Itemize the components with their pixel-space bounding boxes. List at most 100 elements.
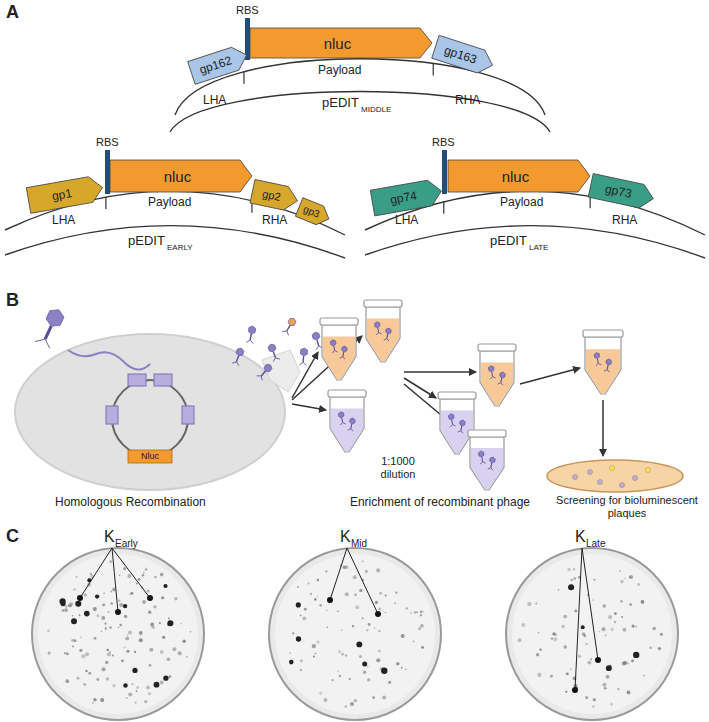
plaque-dot [592,599,594,601]
plaque-dot [101,631,103,633]
plaque-dot [96,614,99,617]
plaque-dot [338,650,341,653]
plaque-dot [319,604,322,607]
plaque-dot [168,617,170,619]
region-label: Payload [500,196,543,210]
step-caption: Screening for bioluminescent plaques [548,494,706,519]
plate-image [269,548,441,720]
phage-leg [348,428,351,431]
plaque-dot [132,683,134,685]
phage-tail [273,352,275,358]
gene-name: gp1 [51,187,73,202]
plaque-dot [527,602,531,606]
plaque-dot [302,617,306,621]
plaque-dot [312,644,316,648]
phage-head [448,413,454,420]
phage-head [478,451,484,458]
plaque-dot [551,637,553,639]
plaque-dot [300,669,303,672]
plaque-dot [112,655,114,657]
bright-plaque [375,611,381,617]
plaque-dot [517,638,521,642]
plaque-dot [136,686,139,689]
plaque-dot [359,589,362,592]
plaque-dot [331,679,333,681]
gene-arrow: gp73 [588,174,656,211]
gene-outline [432,35,496,76]
tube-liquid [586,349,620,393]
plaque-dot [567,568,570,571]
leader-line [582,548,598,660]
region-label: RHA [612,214,637,228]
plaque-dot [84,593,87,596]
homology-arm [154,374,172,386]
plaque-dot [136,583,138,585]
tube-body [366,307,400,362]
phage-leg [285,331,290,335]
plaque-dot [605,634,607,636]
plaque-dot [620,580,624,584]
rbs-bar [105,150,110,194]
plaque-dot [65,605,68,608]
plaque-dot [422,611,424,613]
bright-plaque [147,595,153,601]
tube-body [330,397,364,452]
plaque-dot [178,651,182,655]
plaque-dot [378,630,380,632]
plaque-dot [147,590,150,593]
plaque-dot [394,602,396,604]
bright-plaque [154,682,160,688]
plaque-dot [410,612,412,614]
tube-cap [328,390,366,397]
plaque-dot [629,575,633,579]
bright-plaque [163,676,168,681]
step-caption: Homologous Recombination [55,496,206,510]
plaque-dot [150,623,154,627]
phage-icon [458,420,466,434]
bright-plaque [572,687,578,693]
plaque-dot [570,668,572,670]
plaque-dot [106,649,109,652]
payload-gene: nluc [250,28,432,58]
phage-head [300,348,308,357]
phage-leg [335,350,338,353]
plaque-dot [167,657,171,661]
plaque-dot [85,652,89,656]
flow-arrow [292,404,326,410]
phage-head [312,331,321,341]
dilution-note: 1:1000 dilution [366,455,430,480]
phage-leg [257,374,262,378]
rbs-bar [245,18,250,60]
leader-line [347,548,378,614]
step-caption: Enrichment of recombinant phage [330,496,550,510]
payload-gene: nluc [110,160,252,192]
phage-leg [490,468,493,471]
phage-icon [374,321,382,335]
plaque-dot [585,643,587,645]
plaque-dot [345,705,347,707]
plaque-dot [641,600,645,604]
phage-leg [458,430,461,433]
phage-head [330,339,336,346]
bright-plaque [115,609,121,615]
plaque-dot [139,638,143,642]
plaque-dot [609,465,614,470]
phage-leg [250,340,254,343]
cell-debris [262,350,300,392]
tube-cap [320,318,358,325]
region-label: LHA [395,214,418,228]
plaque-dot [649,646,652,649]
plaque-dot [144,700,147,703]
plaque-dot [101,616,105,620]
phage-leg [246,340,250,343]
plate-image [32,548,204,720]
plaque-dot [118,599,121,602]
plaque-dot [142,574,144,576]
plaque-dot [119,574,121,576]
region-divider [105,197,106,209]
plaque-dot [109,651,111,653]
phage-leg [488,467,491,470]
plaque-dot [365,570,368,573]
bright-plaque [595,657,601,663]
plaque-dot [345,654,348,657]
